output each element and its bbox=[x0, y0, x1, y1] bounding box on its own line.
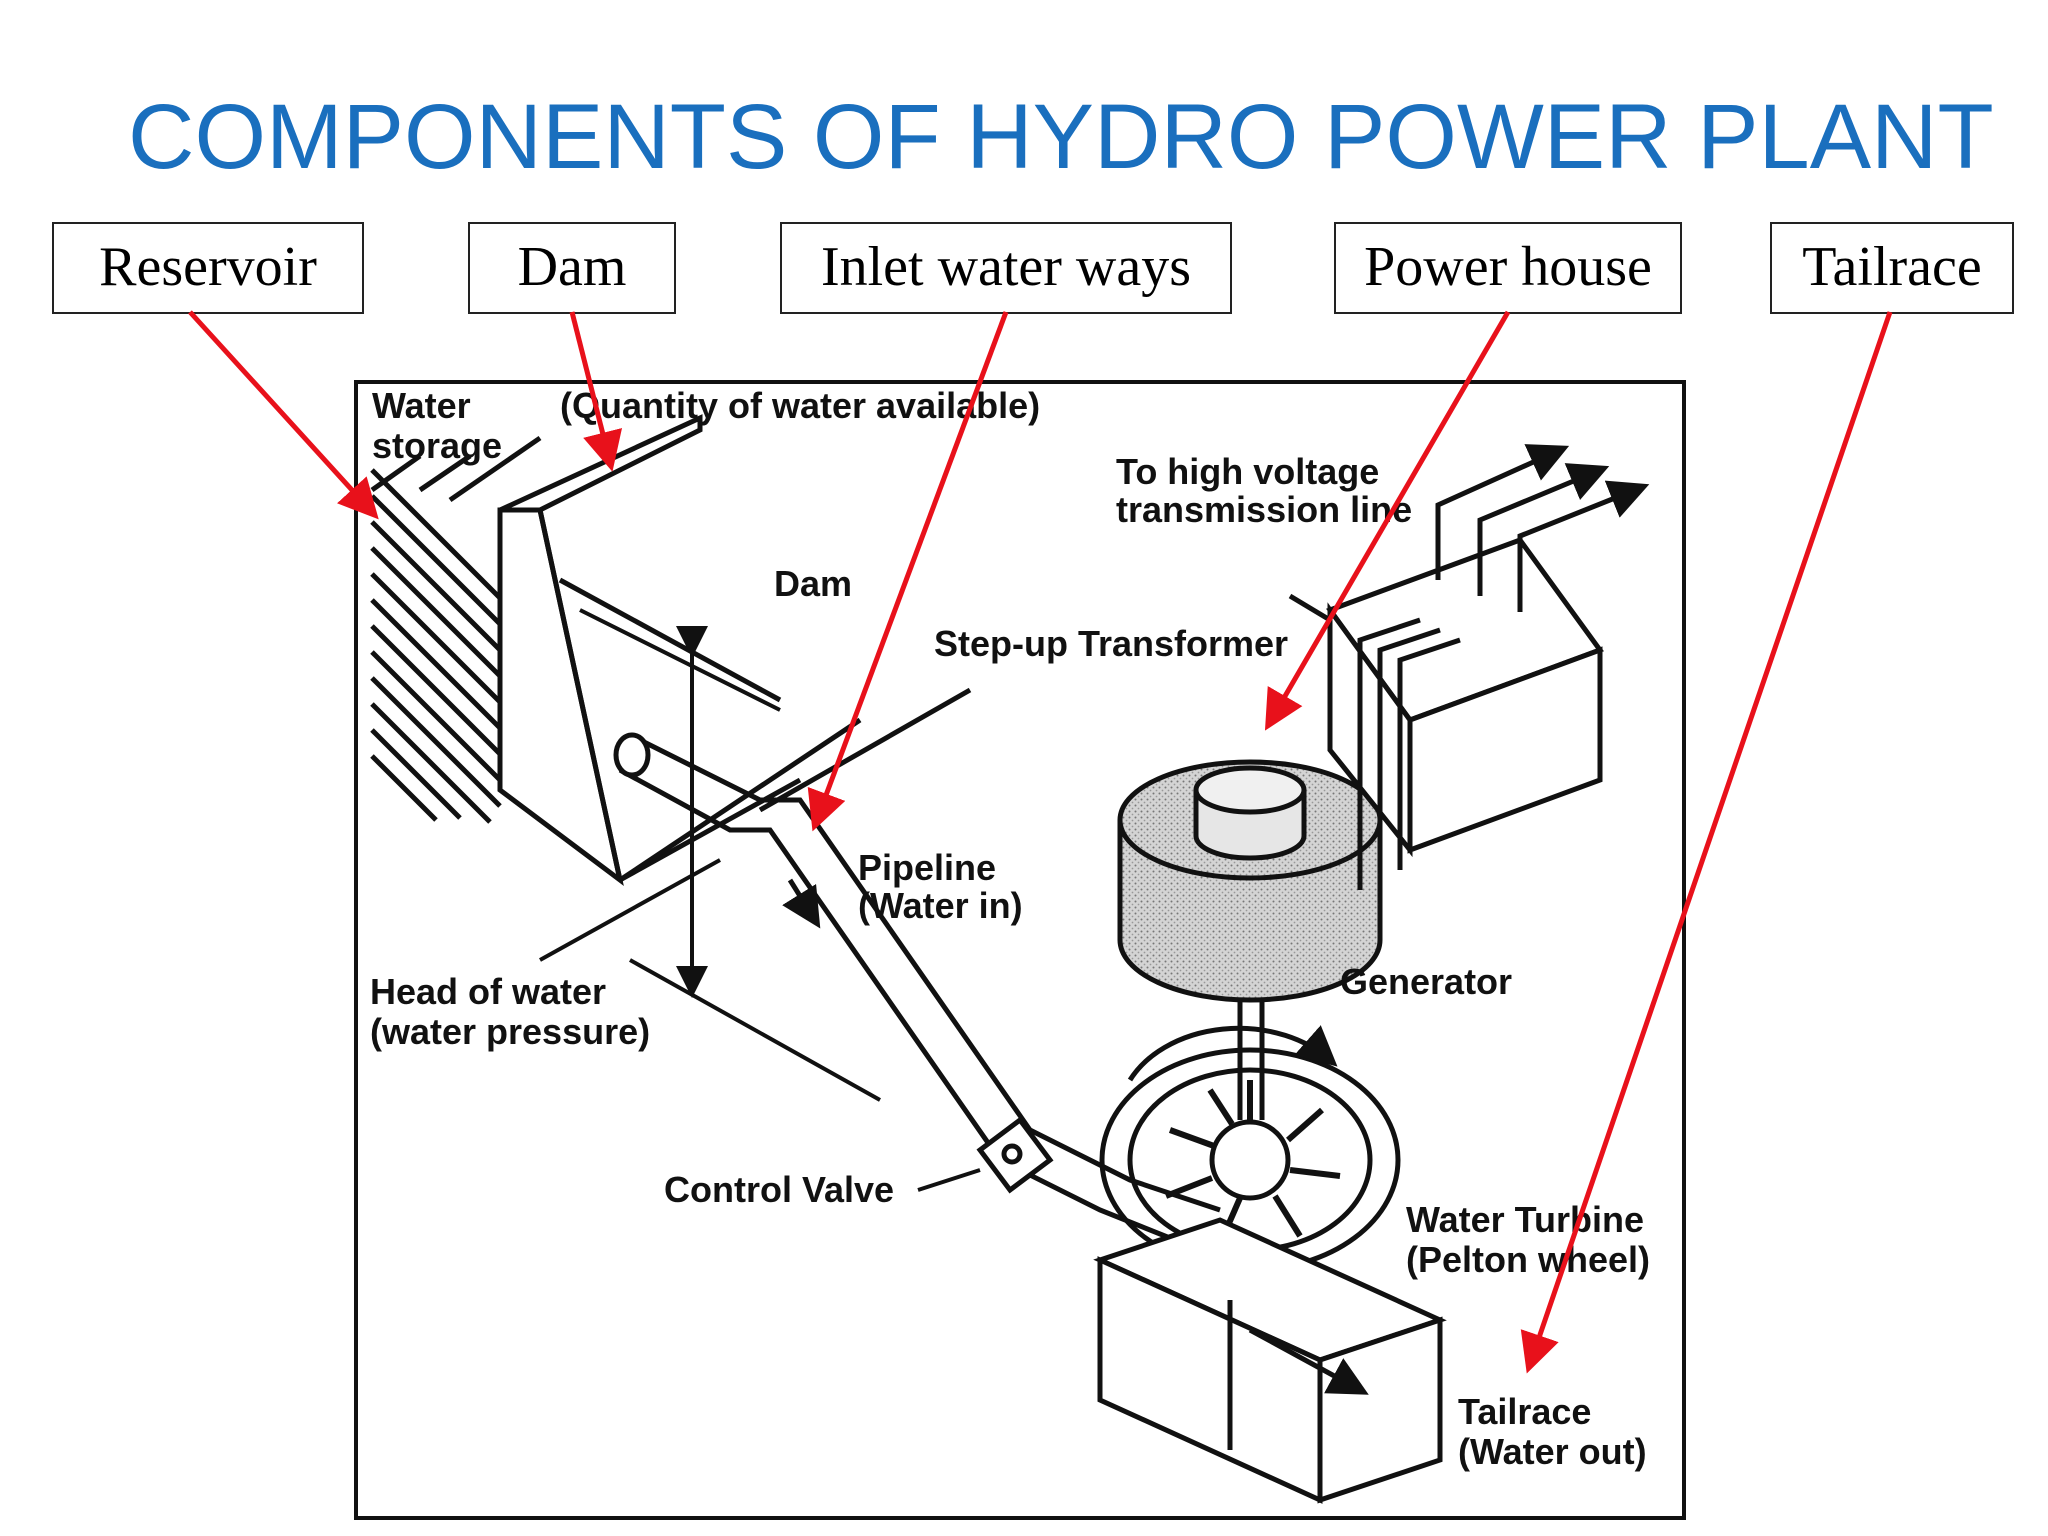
label-pipeline-1: Pipeline bbox=[858, 847, 996, 888]
slide-title: COMPONENTS OF HYDRO POWER PLANT bbox=[128, 86, 1994, 188]
label-hv-line-2: transmission line bbox=[1116, 489, 1412, 530]
callout-reservoir: Reservoir bbox=[52, 222, 364, 314]
label-water-turbine-2: (Pelton wheel) bbox=[1406, 1239, 1650, 1280]
label-pipeline-2: (Water in) bbox=[858, 885, 1023, 926]
generator bbox=[1117, 759, 1383, 1003]
label-hv-line-1: To high voltage bbox=[1116, 451, 1379, 492]
label-quantity-of-water: (Quantity of water available) bbox=[560, 385, 1040, 426]
arrow-dam bbox=[569, 311, 623, 472]
head-indicator bbox=[539, 608, 881, 1102]
label-water-turbine-1: Water Turbine bbox=[1406, 1199, 1644, 1240]
step-up-transformer bbox=[1326, 537, 1604, 858]
label-head-of-water-2: (water pressure) bbox=[370, 1011, 650, 1052]
tailrace-channel bbox=[1093, 1217, 1447, 1504]
arrow-inlet-water-ways bbox=[807, 311, 1009, 832]
label-tailrace-1: Tailrace bbox=[1458, 1391, 1591, 1432]
label-dam: Dam bbox=[774, 563, 852, 604]
label-water-storage-line2: storage bbox=[372, 425, 502, 466]
callout-inlet-water-ways: Inlet water ways bbox=[780, 222, 1232, 314]
callout-tailrace: Tailrace bbox=[1770, 222, 2014, 314]
reservoir-hatching bbox=[370, 435, 542, 824]
transmission-lines bbox=[1357, 444, 1650, 890]
label-head-of-water-1: Head of water bbox=[370, 971, 606, 1012]
label-generator: Generator bbox=[1340, 961, 1512, 1002]
arrow-power-house bbox=[1264, 310, 1511, 731]
shaft bbox=[1237, 980, 1265, 1120]
control-valve bbox=[976, 1116, 1054, 1194]
callout-dam: Dam bbox=[468, 222, 676, 314]
pipeline bbox=[613, 732, 1221, 1253]
label-water-storage-line1: Water bbox=[372, 385, 471, 426]
arrow-tailrace bbox=[1520, 311, 1893, 1374]
label-step-up-transformer: Step-up Transformer bbox=[934, 623, 1288, 664]
diagram-frame bbox=[354, 380, 1686, 1520]
callout-arrows bbox=[188, 310, 1893, 1374]
label-tailrace-2: (Water out) bbox=[1458, 1431, 1647, 1472]
arrow-reservoir bbox=[188, 310, 379, 520]
label-control-valve: Control Valve bbox=[664, 1169, 894, 1210]
